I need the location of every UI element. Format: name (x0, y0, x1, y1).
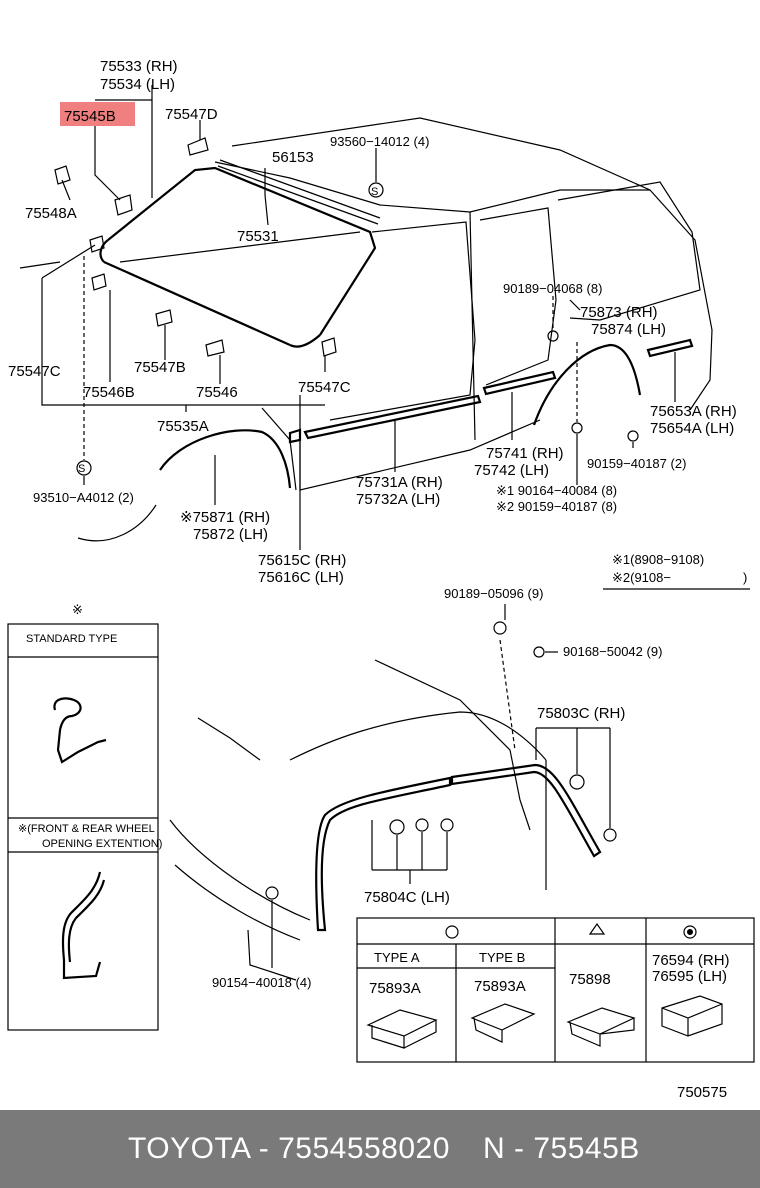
part-label-75545B-highlighted: 75545B (64, 108, 116, 125)
label-75533-group: 75533 (RH) 75534 (LH) (100, 58, 178, 93)
leader-lines (41, 85, 676, 550)
part-label-75653A: 75653A (RH) (650, 403, 737, 420)
footer-bar: TOYOTA - 7554558020 N - 75545B (0, 1110, 760, 1188)
part-label-93560: 93560−14012 (4) (330, 134, 429, 149)
part-label-75616C: 75616C (LH) (258, 569, 344, 586)
part-label-75615C: 75615C (RH) (258, 552, 346, 569)
part-label-75533: 75533 (RH) (100, 58, 178, 75)
small-parts (54, 137, 639, 476)
part-label-90164-40084: ※1 90164−40084 (8) (496, 483, 617, 498)
extension-label-line2: OPENING EXTENTION) (42, 838, 162, 850)
part-label-90189-05096: 90189−05096 (9) (444, 586, 543, 601)
part-label-75804C: 75804C (LH) (364, 889, 450, 906)
s-symbol: S (371, 186, 378, 198)
part-label-75531: 75531 (237, 228, 279, 245)
part-label-90159-40187-8: ※2 90159−40187 (8) (496, 499, 617, 514)
windshield-molding (99, 159, 381, 348)
part-label-75654A: 75654A (LH) (650, 420, 734, 437)
part-label-56153: 56153 (272, 149, 314, 166)
part-label-75547D: 75547D (165, 106, 218, 123)
part-label-90168: 90168−50042 (9) (563, 644, 662, 659)
reference-number: 750575 (677, 1084, 727, 1101)
wheel-arch-moldings (159, 343, 642, 489)
part-label-90154: 90154−40018 (4) (212, 975, 311, 990)
footer-brand-part-number: TOYOTA - 7554558020 (128, 1132, 450, 1165)
part-label-75547C-left: 75547C (8, 363, 61, 380)
part-label-75872: 75872 (LH) (193, 526, 268, 543)
part-label-75893A-type-a: 75893A (369, 980, 421, 997)
inset-mark: ※ (72, 602, 83, 617)
standard-type-label: STANDARD TYPE (26, 633, 117, 645)
part-label-75546: 75546 (196, 384, 238, 401)
part-label-93510: 93510−A4012 (2) (33, 490, 134, 505)
part-label-75547C-right: 75547C (298, 379, 351, 396)
side-moldings (288, 338, 694, 444)
clip-table: TYPE A TYPE B 75893A 75893A 75898 76594 … (356, 917, 755, 1063)
note-1: ※1(8908−9108) (612, 552, 704, 567)
part-label-75803C: 75803C (RH) (537, 705, 625, 722)
type-a-header: TYPE A (374, 950, 420, 965)
rear-section-fasteners (265, 604, 617, 968)
part-label-75547B: 75547B (134, 359, 186, 376)
type-b-header: TYPE B (479, 950, 525, 965)
part-label-75731A: 75731A (RH) (356, 474, 443, 491)
part-label-75893A-type-b: 75893A (474, 978, 526, 995)
rear-wheel-arch-molding (315, 763, 602, 932)
inset-panel: ※ STANDARD TYPE ※(FRONT & REAR WHEEL OPE… (7, 602, 162, 1031)
part-label-75898: 75898 (569, 971, 611, 988)
part-label-75873: 75873 (RH) (580, 304, 658, 321)
part-label-75534: 75534 (LH) (100, 76, 175, 93)
part-label-75546B: 75546B (83, 384, 135, 401)
note-2-end: ) (743, 570, 747, 585)
footer-diagram-part-code: N - 75545B (483, 1132, 640, 1165)
extension-label-line1: ※(FRONT & REAR WHEEL (18, 823, 155, 835)
rear-body-outline (169, 659, 547, 981)
part-label-75874: 75874 (LH) (591, 321, 666, 338)
part-label-75535A: 75535A (157, 418, 209, 435)
production-notes: ※1(8908−9108) ※2(9108− ) (603, 552, 750, 590)
part-label-90159-40187-2: 90159−40187 (2) (587, 456, 686, 471)
note-2: ※2(9108− (612, 570, 671, 585)
parts-diagram: 75533 (RH) 75534 (LH) 75545B 75547D 9356… (7, 58, 755, 1101)
part-label-90189-04068: 90189−04068 (8) (503, 281, 602, 296)
highlight-box (60, 102, 135, 126)
s-symbol-lower: S (78, 463, 85, 475)
part-label-75732A: 75732A (LH) (356, 491, 440, 508)
part-label-76595: 76595 (LH) (652, 968, 727, 985)
part-label-75742: 75742 (LH) (474, 462, 549, 479)
part-label-75741: 75741 (RH) (486, 445, 564, 462)
part-label-75871: ※75871 (RH) (180, 509, 270, 526)
part-label-75548A: 75548A (25, 205, 77, 222)
part-label-76594: 76594 (RH) (652, 952, 730, 969)
